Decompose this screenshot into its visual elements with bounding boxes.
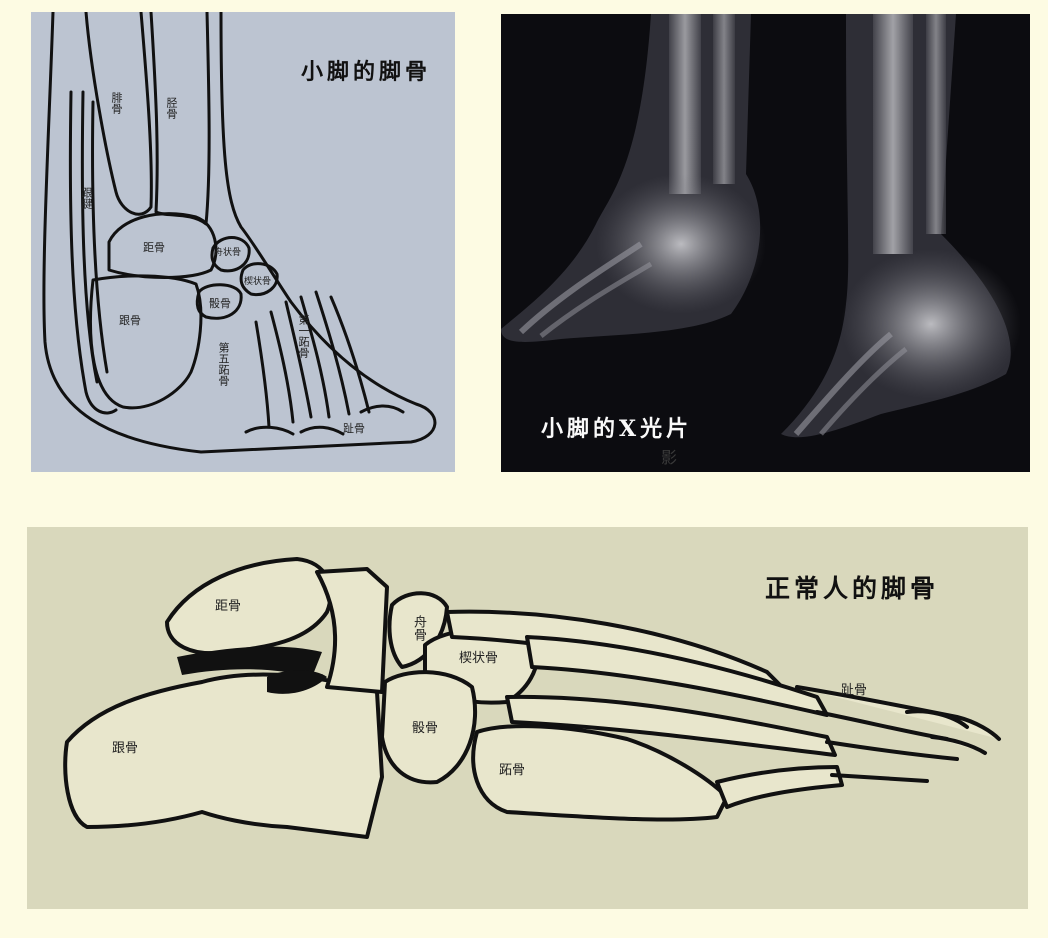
xray-photo: 小脚的X光片 影 xyxy=(501,14,1030,472)
label-cuboid: 骰骨 xyxy=(209,295,231,311)
label-phalanges-normal: 趾骨 xyxy=(841,679,867,698)
label-achilles-tendon: 跟腱 xyxy=(78,187,94,209)
label-first-metatarsal: 第一跖骨 xyxy=(295,314,311,358)
xray-faint-text: 影 xyxy=(661,444,677,468)
bound-foot-title: 小脚的脚骨 xyxy=(301,54,431,86)
bound-foot-diagram: 小脚的脚骨 腓骨 胫骨 跟腱 距骨 跟骨 舟状骨 骰骨 楔状骨 第一跖骨 第五跖… xyxy=(31,12,455,472)
label-cuboid-normal: 骰骨 xyxy=(412,717,438,736)
normal-foot-diagram: 正常人的脚骨 距骨 舟骨 楔状骨 骰骨 跟骨 跖骨 趾骨 xyxy=(27,527,1028,909)
xray-image xyxy=(501,14,1030,472)
label-metatarsal-normal: 跖骨 xyxy=(499,759,525,778)
label-phalanges: 趾骨 xyxy=(343,420,365,436)
xray-caption: 小脚的X光片 xyxy=(541,411,692,443)
label-cuneiform-normal: 楔状骨 xyxy=(459,647,498,666)
label-calcaneus: 跟骨 xyxy=(119,312,141,328)
label-talus-normal: 距骨 xyxy=(215,595,241,614)
normal-foot-title: 正常人的脚骨 xyxy=(765,569,939,605)
label-navicular: 舟状骨 xyxy=(214,245,241,258)
label-cuneiform: 楔状骨 xyxy=(244,274,271,287)
label-talus: 距骨 xyxy=(143,239,165,255)
label-calcaneus-normal: 跟骨 xyxy=(112,737,138,756)
label-navicular-normal: 舟骨 xyxy=(409,615,428,641)
label-tibia: 胫骨 xyxy=(163,97,179,119)
label-fibula: 腓骨 xyxy=(108,92,124,114)
label-fifth-metatarsal: 第五跖骨 xyxy=(215,342,231,386)
